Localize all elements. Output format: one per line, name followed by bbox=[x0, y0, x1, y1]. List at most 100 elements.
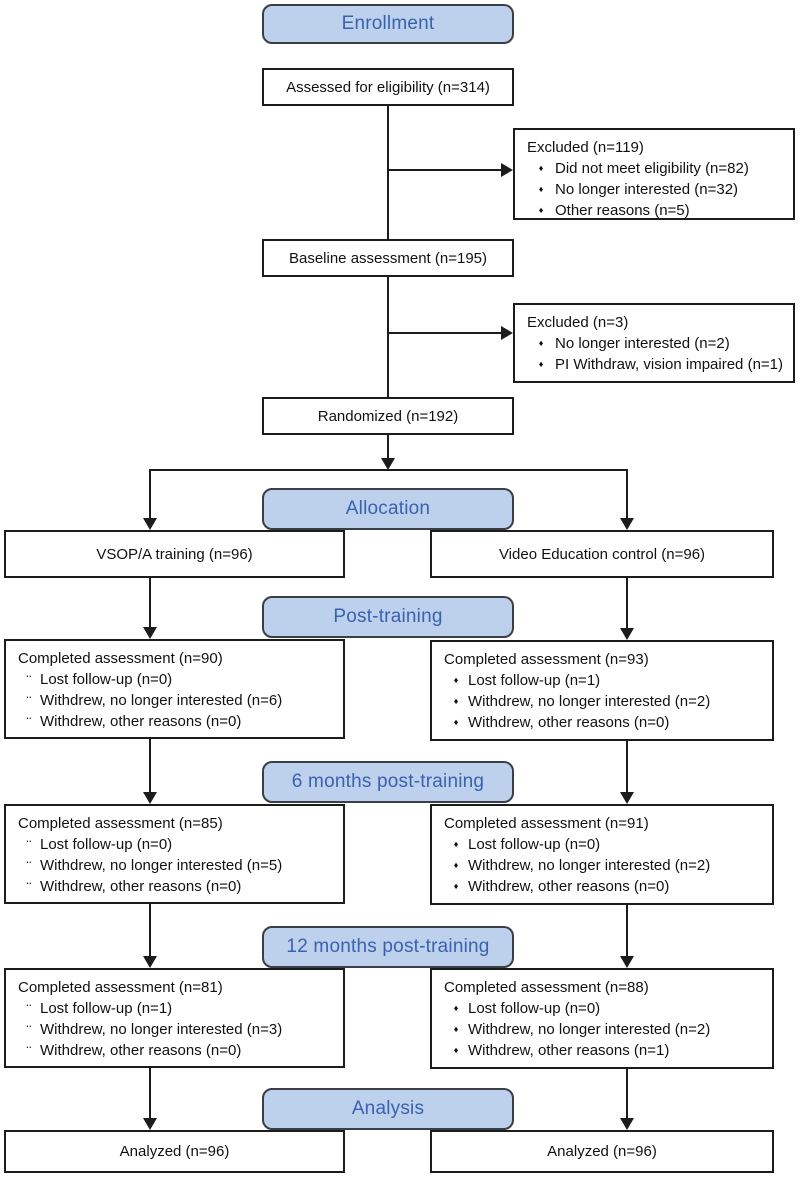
bullet-text: Lost follow-up (n=1) bbox=[468, 672, 601, 689]
diamond-bullet-icon: ♦ bbox=[538, 205, 544, 215]
bullet-text: Other reasons (n=5) bbox=[555, 202, 690, 219]
bullet-item: ♦ No longer interested (n=32) bbox=[527, 179, 789, 200]
bullet-item: ¨ Lost follow-up (n=1) bbox=[18, 998, 339, 1019]
connector-left-post-to-6mo bbox=[149, 739, 151, 792]
bullet-text: Lost follow-up (n=1) bbox=[40, 1000, 173, 1017]
bullet-item: ♦ Lost follow-up (n=1) bbox=[444, 670, 768, 691]
connector-split-left bbox=[149, 470, 151, 518]
arrowhead-split-center bbox=[381, 458, 395, 470]
bullet-text: PI Withdraw, vision impaired (n=1) bbox=[555, 356, 784, 373]
bullet-text: Withdrew, no longer interested (n=6) bbox=[40, 692, 283, 709]
six-months-left-box: Completed assessment (n=85) ¨ Lost follo… bbox=[4, 804, 345, 904]
six-months-right-box: Completed assessment (n=91) ♦ Lost follo… bbox=[430, 804, 774, 905]
bullet-text: No longer interested (n=2) bbox=[555, 335, 730, 352]
bullet-item: ♦ Lost follow-up (n=0) bbox=[444, 998, 768, 1019]
bullet-item: ♦ Withdrew, no longer interested (n=2) bbox=[444, 1019, 768, 1040]
diamond-bullet-icon: ♦ bbox=[538, 184, 544, 194]
analyzed-right-box: Analyzed (n=96) bbox=[430, 1130, 774, 1173]
bullet-item: ♦ Withdrew, other reasons (n=0) bbox=[444, 712, 768, 733]
connector-baseline-to-randomized bbox=[387, 277, 389, 397]
stage-label-enrollment: Enrollment bbox=[262, 4, 514, 44]
diamond-bullet-icon: ♦ bbox=[538, 359, 544, 369]
arrowhead-left-post bbox=[143, 627, 157, 639]
diamond-bullet-icon: ♦ bbox=[538, 163, 544, 173]
diamond-bullet-icon: ♦ bbox=[453, 696, 459, 706]
bullet-text: No longer interested (n=32) bbox=[555, 181, 739, 198]
box-title: Completed assessment (n=91) bbox=[444, 815, 649, 832]
bullet-item: ♦ Other reasons (n=5) bbox=[527, 200, 789, 221]
bullet-text: Did not meet eligibility (n=82) bbox=[555, 160, 749, 177]
randomized-box: Randomized (n=192) bbox=[262, 397, 514, 435]
twelve-months-right-box: Completed assessment (n=88) ♦ Lost follo… bbox=[430, 968, 774, 1069]
tick-bullet-icon: ¨ bbox=[26, 673, 32, 690]
bullet-item: ♦ Did not meet eligibility (n=82) bbox=[527, 158, 789, 179]
bullet-text: Lost follow-up (n=0) bbox=[468, 836, 601, 853]
stage-label-12-months: 12 months post-training bbox=[262, 926, 514, 968]
excluded-1-title: Excluded (n=119) bbox=[527, 139, 644, 156]
box-title: Completed assessment (n=85) bbox=[18, 815, 223, 832]
excluded-2-box: Excluded (n=3) ♦ No longer interested (n… bbox=[513, 303, 795, 383]
bullet-item: ♦ Withdrew, other reasons (n=1) bbox=[444, 1040, 768, 1061]
tick-bullet-icon: ¨ bbox=[26, 880, 32, 897]
excluded-2-title: Excluded (n=3) bbox=[527, 314, 629, 331]
bullet-item: ♦ Withdrew, no longer interested (n=2) bbox=[444, 691, 768, 712]
bullet-item: ¨ Withdrew, other reasons (n=0) bbox=[18, 711, 339, 732]
connector-right-12mo-to-analyzed bbox=[626, 1069, 628, 1118]
diamond-bullet-icon: ♦ bbox=[453, 1045, 459, 1055]
diamond-bullet-icon: ♦ bbox=[453, 860, 459, 870]
analyzed-left-box: Analyzed (n=96) bbox=[4, 1130, 345, 1173]
box-title: Completed assessment (n=88) bbox=[444, 979, 649, 996]
arrowhead-allocation-right bbox=[620, 518, 634, 530]
connector-split-right bbox=[626, 470, 628, 518]
box-title: Completed assessment (n=90) bbox=[18, 650, 223, 667]
bullet-item: ¨ Withdrew, no longer interested (n=6) bbox=[18, 690, 339, 711]
diamond-bullet-icon: ♦ bbox=[453, 839, 459, 849]
arrowhead-left-12mo bbox=[143, 956, 157, 968]
bullet-item: ♦ Withdrew, other reasons (n=0) bbox=[444, 876, 768, 897]
connector-right-post-to-6mo bbox=[626, 741, 628, 792]
bullet-item: ♦ No longer interested (n=2) bbox=[527, 333, 789, 354]
tick-bullet-icon: ¨ bbox=[26, 859, 32, 876]
arrowhead-right-12mo bbox=[620, 956, 634, 968]
connector-randomized-down bbox=[387, 435, 389, 458]
baseline-assessment-box: Baseline assessment (n=195) bbox=[262, 239, 514, 277]
tick-bullet-icon: ¨ bbox=[26, 1044, 32, 1061]
bullet-text: Withdrew, no longer interested (n=5) bbox=[40, 857, 283, 874]
connector-to-excluded-1 bbox=[388, 169, 501, 171]
diamond-bullet-icon: ♦ bbox=[453, 1003, 459, 1013]
connector-left-12mo-to-analyzed bbox=[149, 1068, 151, 1118]
arrowhead-right-post bbox=[620, 628, 634, 640]
arrowhead-excluded-1 bbox=[501, 163, 513, 177]
bullet-item: ♦ PI Withdraw, vision impaired (n=1) bbox=[527, 354, 789, 375]
diamond-bullet-icon: ♦ bbox=[453, 717, 459, 727]
post-training-right-box: Completed assessment (n=93) ♦ Lost follo… bbox=[430, 640, 774, 741]
twelve-months-left-box: Completed assessment (n=81) ¨ Lost follo… bbox=[4, 968, 345, 1068]
stage-label-post-training: Post-training bbox=[262, 596, 514, 638]
bullet-item: ¨ Withdrew, other reasons (n=0) bbox=[18, 1040, 339, 1061]
stage-label-analysis: Analysis bbox=[262, 1088, 514, 1130]
diamond-bullet-icon: ♦ bbox=[453, 675, 459, 685]
arrowhead-right-6mo bbox=[620, 792, 634, 804]
stage-label-allocation: Allocation bbox=[262, 488, 514, 530]
connector-left-6mo-to-12mo bbox=[149, 904, 151, 956]
bullet-text: Lost follow-up (n=0) bbox=[40, 671, 173, 688]
bullet-item: ¨ Withdrew, no longer interested (n=5) bbox=[18, 855, 339, 876]
tick-bullet-icon: ¨ bbox=[26, 715, 32, 732]
bullet-text: Lost follow-up (n=0) bbox=[468, 1000, 601, 1017]
connector-right-6mo-to-12mo bbox=[626, 905, 628, 956]
allocation-right-box: Video Education control (n=96) bbox=[430, 530, 774, 578]
bullet-text: Lost follow-up (n=0) bbox=[40, 836, 173, 853]
stage-label-6-months: 6 months post-training bbox=[262, 761, 514, 803]
bullet-item: ¨ Withdrew, no longer interested (n=3) bbox=[18, 1019, 339, 1040]
arrowhead-left-6mo bbox=[143, 792, 157, 804]
box-title: Completed assessment (n=81) bbox=[18, 979, 223, 996]
diamond-bullet-icon: ♦ bbox=[453, 881, 459, 891]
bullet-text: Withdrew, no longer interested (n=2) bbox=[468, 1021, 711, 1038]
arrowhead-left-analyzed bbox=[143, 1118, 157, 1130]
assessed-eligibility-box: Assessed for eligibility (n=314) bbox=[262, 68, 514, 106]
bullet-text: Withdrew, other reasons (n=0) bbox=[468, 878, 670, 895]
arrowhead-right-analyzed bbox=[620, 1118, 634, 1130]
bullet-item: ¨ Lost follow-up (n=0) bbox=[18, 669, 339, 690]
connector-to-excluded-2 bbox=[388, 332, 501, 334]
